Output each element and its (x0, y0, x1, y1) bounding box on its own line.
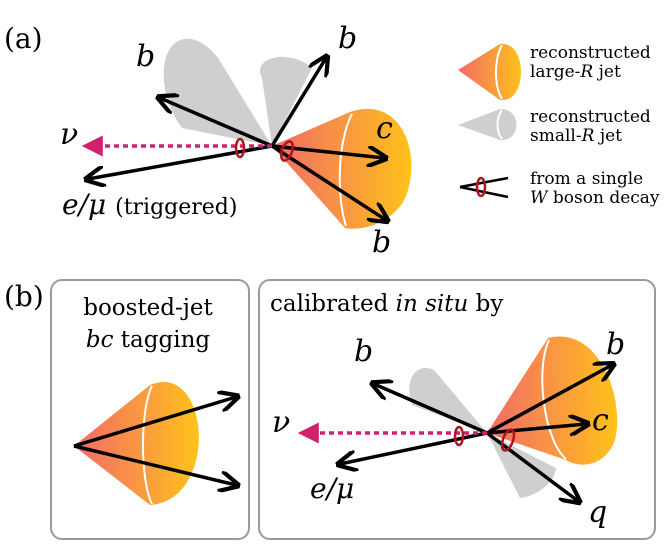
label-lepton: e/μ (310, 472, 355, 505)
panel-a-diagram (81, 38, 412, 229)
legend-small-r-line2: small-R jet (530, 125, 622, 146)
legend-large-r-edge (495, 44, 503, 100)
jet-arrow (73, 444, 236, 485)
large-r-jet-cone (272, 108, 412, 229)
legend-large-r-line2: large-R jet (530, 61, 621, 82)
panel-a-tag: (a) (4, 22, 43, 55)
right-box-title: calibrated in situ by (270, 291, 504, 317)
label-q: q (588, 495, 608, 530)
panel-b-right-box (258, 279, 656, 540)
large-r-jet-inner-edge (338, 113, 353, 227)
label-c: c (376, 111, 393, 146)
jet-arrow (73, 397, 236, 448)
lepton-arrow (88, 144, 273, 179)
label-b-top: b (338, 21, 358, 56)
left-box-line2: bc tagging (85, 327, 211, 354)
panel-b-right-diagram (297, 336, 617, 501)
panel-b-left-diagram (73, 382, 236, 505)
label-neutrino: ν (272, 405, 291, 440)
label-b-right: b (606, 327, 626, 362)
panel-b-tag: (b) (4, 280, 44, 313)
w-decay-ellipse (279, 140, 295, 162)
c-jet-arrow (271, 144, 384, 158)
legend-large-r-label: reconstructed large-R jet (530, 44, 651, 81)
label-b-lower: b (372, 225, 392, 260)
label-lepton: e/μ (triggered) (62, 188, 238, 221)
small-r-jet-cone (409, 368, 487, 433)
b-jet-arrow (270, 58, 326, 147)
b-jet-arrow (374, 384, 488, 435)
small-r-jet-cone (260, 56, 312, 147)
small-r-jet-cone (163, 38, 272, 146)
legend-small-r-label: reconstructed small-R jet (530, 108, 651, 145)
triggered-note: (triggered) (115, 195, 238, 220)
legend (458, 43, 521, 199)
large-r-jet-cone (74, 382, 199, 505)
label-neutrino: ν (60, 117, 79, 152)
c-jet-arrow (486, 424, 586, 433)
left-box-title: boosted-jet bc tagging (50, 292, 246, 356)
legend-w-decay-swatch (459, 176, 509, 199)
w-decay-ellipse (500, 428, 516, 452)
b-jet-arrow (160, 98, 273, 148)
left-box-line1: boosted-jet (83, 295, 213, 321)
legend-small-r-swatch (458, 108, 517, 141)
lepton-symbol: e/μ (62, 188, 107, 221)
w-decay-ellipse (234, 137, 246, 159)
label-b-left: b (354, 334, 374, 369)
legend-w-line2: W boson decay (530, 187, 660, 208)
panel-b-left-box (50, 279, 250, 540)
b-jet-arrow (271, 144, 386, 220)
legend-small-r-line1: reconstructed (530, 107, 651, 127)
w-decay-ellipse (453, 425, 465, 447)
legend-w-line1: from a single (530, 169, 644, 189)
legend-large-r-line1: reconstructed (530, 43, 651, 63)
label-b-upper-left: b (136, 39, 156, 74)
large-r-jet-inner-edge (142, 385, 153, 505)
label-c: c (592, 403, 609, 438)
legend-large-r-swatch (458, 43, 521, 101)
legend-small-r-edge (496, 109, 503, 140)
b-jet-arrow (486, 365, 612, 435)
legend-w-decay-label: from a single W boson decay (530, 170, 660, 207)
